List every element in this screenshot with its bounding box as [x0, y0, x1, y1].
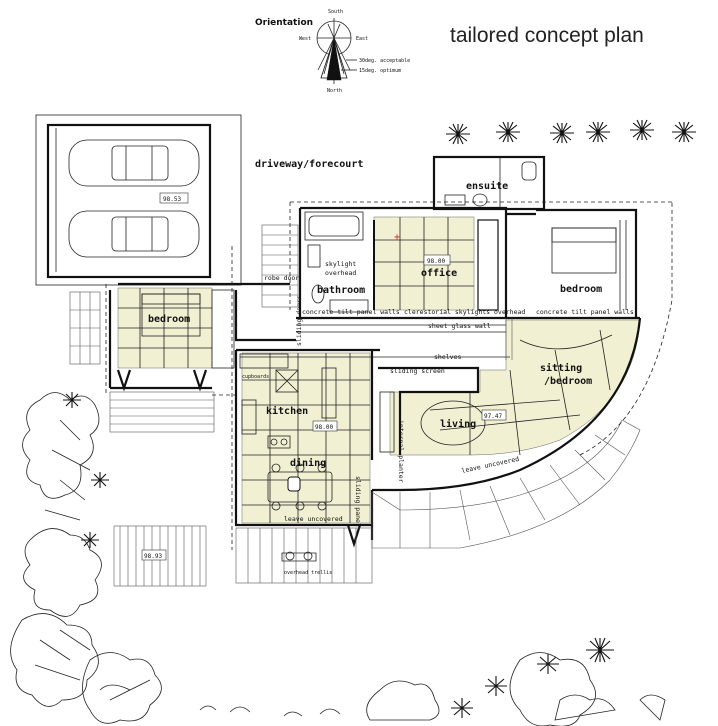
sheet-glass-note: sheet glass wall	[428, 322, 491, 330]
concrete-walls-right-note: concrete tilt panel walls	[536, 308, 634, 316]
dining: dining leave uncovered sliding panel	[267, 457, 362, 548]
office: 98.00 office +	[394, 219, 499, 311]
bathroom-label: bathroom	[317, 285, 365, 296]
compass-optimum-note: 15deg. optimum	[359, 68, 401, 74]
leave-uncovered-note: leave uncovered	[284, 515, 343, 523]
bathroom-skylight-note: skylight	[325, 260, 356, 268]
kitchen-level: 98.00	[315, 424, 333, 431]
orientation-compass: Orientation South West East North 30deg.…	[255, 9, 410, 94]
vegetation	[10, 392, 666, 726]
bedroom-left: bedroom	[116, 289, 235, 392]
bedroom-right: bedroom	[551, 220, 627, 310]
bathroom: skylight overhead bathroom	[304, 211, 369, 313]
compass-acceptable-note: 30deg. acceptable	[359, 58, 410, 64]
overhead-trellis-note: overhead trellis	[284, 570, 332, 576]
deck-level: 98.93	[144, 553, 162, 560]
compass-west: West	[299, 36, 311, 42]
concrete-walls-note: concrete tilt panel walls	[302, 308, 400, 316]
ensuite: ensuite	[432, 155, 546, 211]
compass-south: South	[328, 9, 343, 15]
living-level: 97.47	[484, 413, 502, 420]
office-level: 98.00	[427, 258, 445, 265]
compass-east: East	[356, 36, 368, 42]
sitting-bedroom: sitting /bedroom	[540, 362, 592, 387]
cupboards-note: cupboards	[242, 374, 269, 380]
living: sliding screen living 97.47 internal pla…	[379, 367, 507, 483]
sliding-doors-note: sliding doors	[295, 295, 303, 346]
kitchen-label: kitchen	[266, 405, 308, 417]
driveway-label: driveway/forecourt	[255, 158, 363, 170]
sitting-label: sitting	[540, 362, 582, 374]
living-label: living	[440, 418, 476, 430]
internal-planter-note: internal planter	[397, 420, 405, 483]
sliding-panel-note: sliding panel	[354, 476, 362, 527]
tiled-floors	[117, 216, 641, 524]
car-bottom	[68, 210, 200, 258]
kitchen: cupboards kitchen 98.00	[239, 353, 338, 449]
office-label: office	[421, 267, 457, 279]
garage: 98.53	[35, 114, 242, 286]
compass-north: North	[327, 88, 342, 94]
bathroom-overhead-note: overhead	[325, 269, 356, 277]
dining-label: dining	[290, 457, 326, 469]
corridor: concrete tilt panel walls clerestorial s…	[240, 274, 634, 361]
car-top	[68, 139, 200, 187]
shelves-note: shelves	[434, 353, 461, 361]
garage-level: 98.53	[163, 196, 181, 203]
compass-optimum-sector	[326, 37, 342, 81]
roof-outline	[105, 201, 673, 550]
plan-title: tailored concept plan	[450, 24, 644, 47]
clerestorial-note: clerestorial skylights overhead	[404, 308, 525, 316]
bedroom-right-label: bedroom	[560, 284, 602, 295]
bedroom-left-label: bedroom	[148, 314, 190, 325]
svg-text:+: +	[394, 232, 400, 243]
sitting-bedroom-label: /bedroom	[544, 376, 592, 387]
leave-uncovered-deck-note: leave uncovered	[461, 455, 520, 475]
tree-symbols-top	[446, 119, 696, 145]
sliding-screen-note: sliding screen	[390, 367, 445, 375]
robe-door-note: robe door	[264, 274, 299, 282]
ensuite-label: ensuite	[466, 180, 508, 192]
orientation-label: Orientation	[255, 18, 313, 28]
